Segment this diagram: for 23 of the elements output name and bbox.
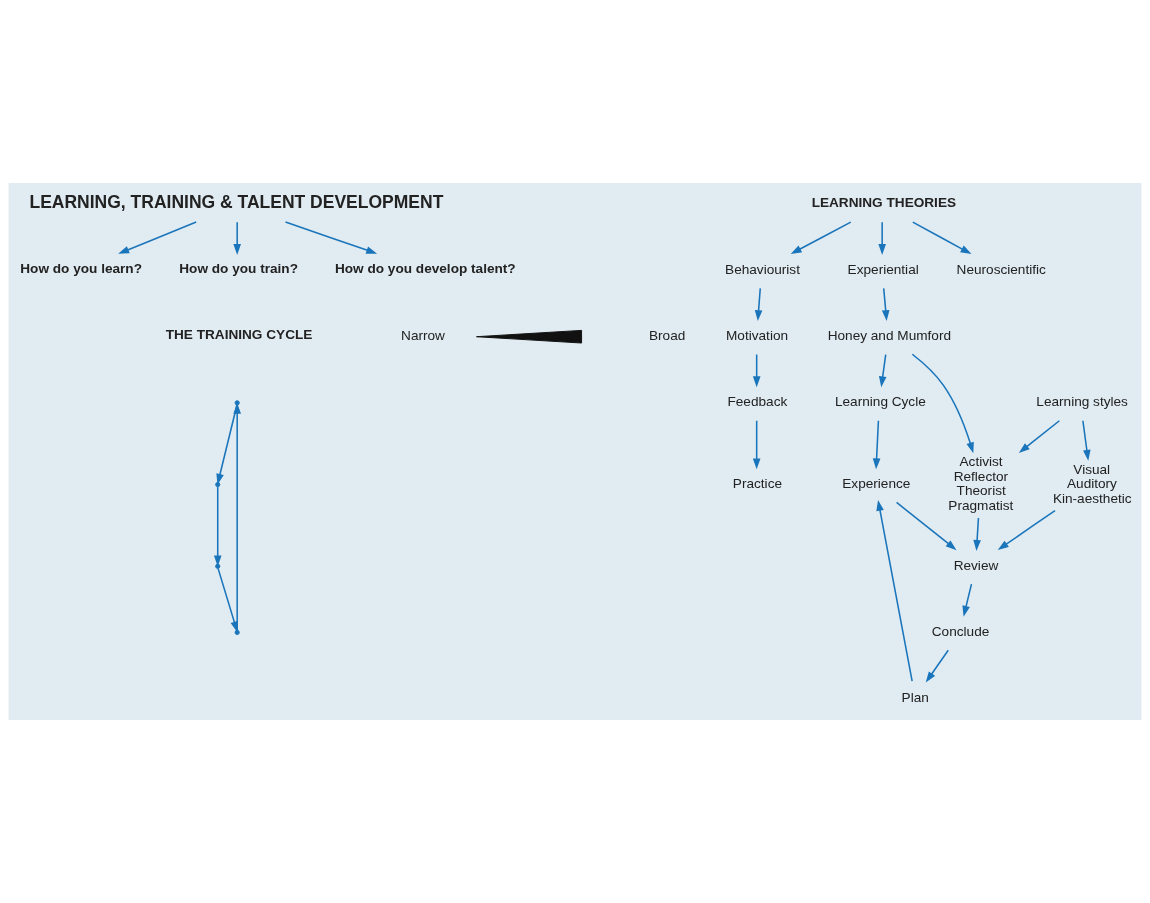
node-text: Conclude [931,624,990,640]
node-text: How do you develop talent? [334,261,516,277]
node-text: Visual Auditory Kin-aesthetic [1052,461,1132,506]
node-text: Motivation [726,328,789,344]
node-text: Plan [901,690,929,706]
node-text: Honey and Mumford [827,328,951,344]
node-text: THE TRAINING CYCLE [165,327,313,343]
node-text: Behaviourist [725,262,800,278]
node-text: Experiential [847,262,919,278]
node-text: How do you learn? [20,261,142,277]
label: Broad [649,328,686,344]
node-text: LEARNING, TRAINING & TALENT DEVELOPMENT [29,191,444,212]
label: Narrow [401,328,445,344]
node-text: Activist Reflector Theorist Pragmatist [948,454,1014,514]
node-text: Practice [732,476,783,492]
node-text: Learning Cycle [834,394,926,410]
node-text: How do you train? [179,261,299,277]
node-text: Experience [842,476,911,492]
node-text: Feedback [727,394,788,410]
node-text: LEARNING THEORIES [811,195,957,211]
node-text: Neuroscientific [956,262,1046,278]
node-text: Learning styles [1036,394,1128,410]
node-text: Review [953,557,999,573]
